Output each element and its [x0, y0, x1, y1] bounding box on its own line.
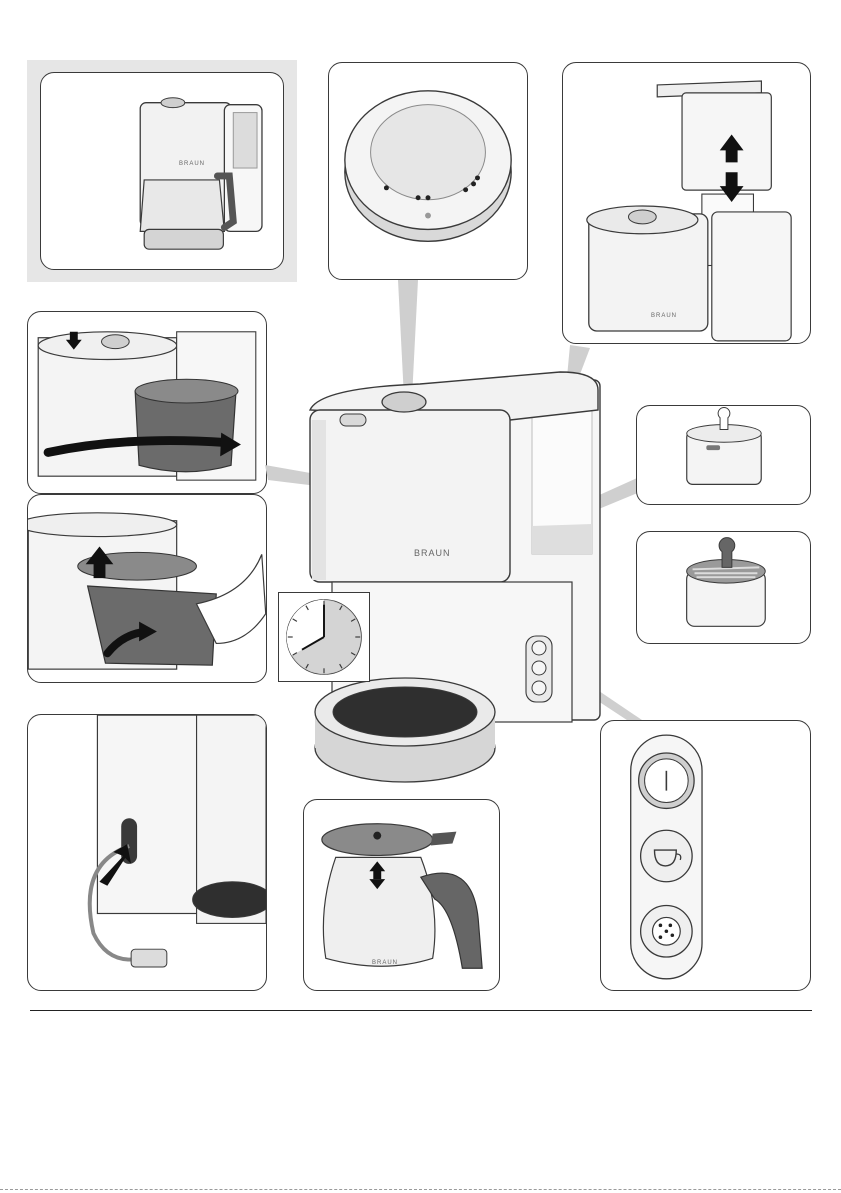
brand-logo: BRAUN	[414, 548, 451, 558]
panel-descale-1	[636, 405, 811, 505]
cup-button	[641, 830, 693, 882]
panel-carafe: BRAUN	[303, 799, 500, 991]
cut-line	[0, 1189, 841, 1190]
panel-descale-2	[636, 531, 811, 644]
power-button	[639, 753, 694, 808]
panel-clock	[278, 592, 370, 682]
leader-ring	[398, 280, 418, 398]
brand-logo: BRAUN	[372, 960, 398, 966]
descale-1-drawing	[637, 406, 810, 504]
panel-buttons	[600, 720, 811, 991]
divider-line	[30, 1010, 812, 1011]
descale-2-drawing	[637, 532, 810, 643]
aroma-button	[641, 906, 693, 958]
clock-face	[279, 593, 369, 681]
buttons-drawing	[601, 721, 810, 990]
carafe-drawing	[304, 800, 499, 990]
